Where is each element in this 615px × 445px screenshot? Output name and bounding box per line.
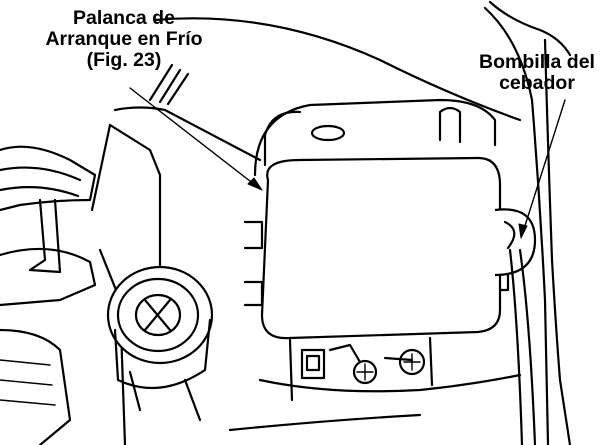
choke-lever-label-line-1: Palanca de (73, 7, 175, 29)
primer-bulb-leader (522, 99, 566, 233)
fuel-cap (106, 265, 214, 422)
primer-bulb-label-line-1: Bombilla del (479, 51, 595, 73)
choke-lever-label-line-3: (Fig. 23) (86, 49, 162, 71)
left-handle (0, 145, 97, 445)
filter-cover (243, 156, 512, 340)
front-cowling (90, 63, 262, 445)
primer-bulb (494, 208, 537, 445)
top-housing (153, 0, 572, 445)
primer-bulb-label-line-2: cebador (499, 72, 575, 94)
leader-lines (129, 87, 566, 239)
primer-bulb-label: Bombilla del cebador (462, 52, 612, 94)
carburetor-linkage (228, 336, 522, 432)
choke-lever-label-line-2: Arranque en Frío (45, 28, 203, 50)
choke-lever-leader (129, 87, 256, 186)
choke-lever-label: Palanca de Arranque en Frío (Fig. 23) (0, 8, 248, 71)
